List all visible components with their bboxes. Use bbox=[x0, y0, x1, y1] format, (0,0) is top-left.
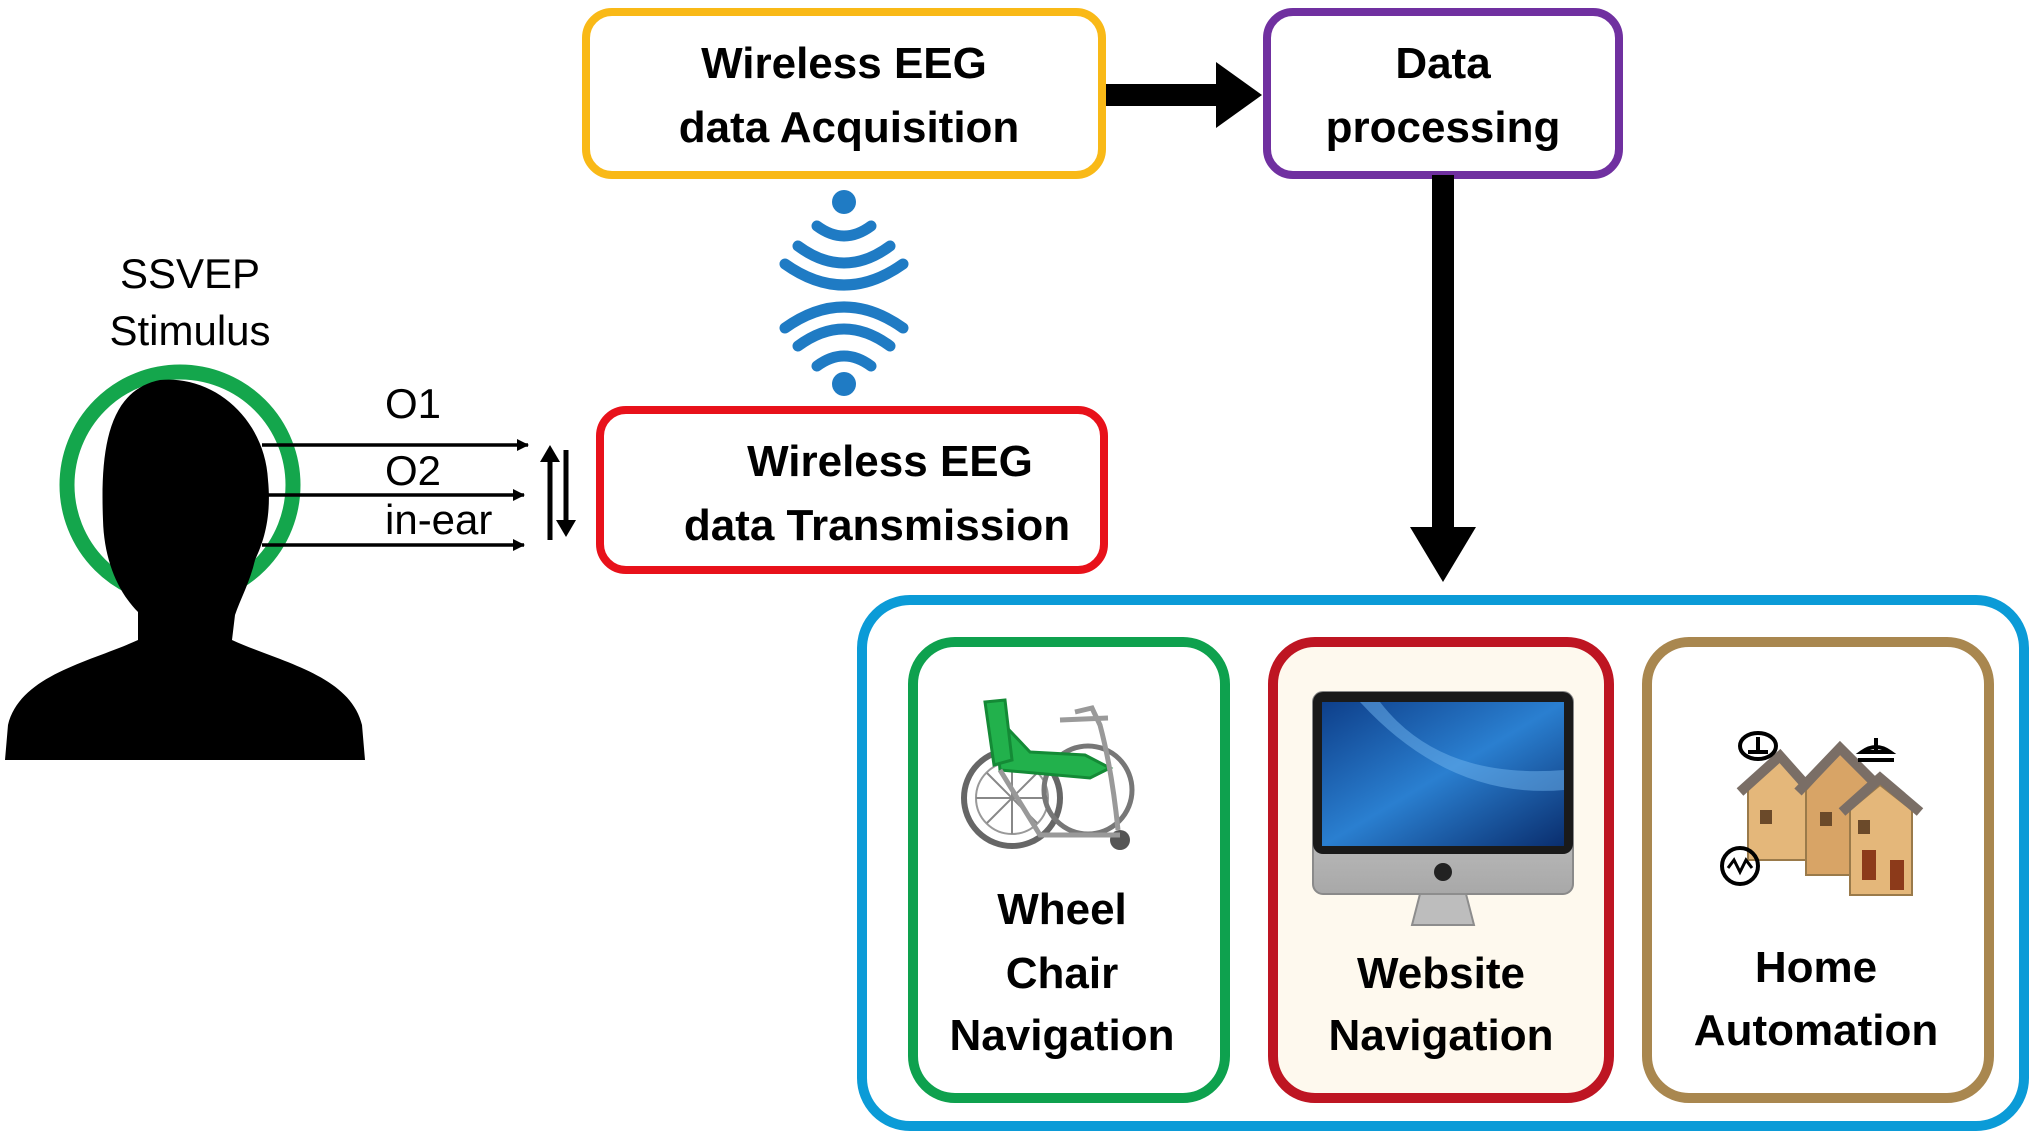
arrow-acquisition-to-processing bbox=[1106, 62, 1262, 128]
desktop-monitor-icon bbox=[1312, 691, 1574, 926]
electrode-label-o1: O1 bbox=[385, 380, 441, 427]
processing-line2: processing bbox=[1326, 103, 1561, 152]
applications-group: Wheel Chair Navigation Website Navigatio… bbox=[857, 595, 2029, 1131]
electrode-label-o2: O2 bbox=[385, 447, 441, 494]
processing-line1: Data bbox=[1395, 39, 1491, 88]
wheelchair-line2: Chair bbox=[1006, 949, 1118, 998]
acquisition-box: Wireless EEG data Acquisition bbox=[582, 8, 1106, 179]
stimulus-line1: SSVEP bbox=[120, 250, 260, 297]
acquisition-line1: Wireless EEG bbox=[701, 39, 987, 88]
home-line2: Automation bbox=[1694, 1006, 1938, 1055]
bidirectional-arrows-icon bbox=[540, 445, 576, 540]
stimulus-line2: Stimulus bbox=[109, 307, 270, 354]
home-line1: Home bbox=[1755, 943, 1877, 992]
transmission-line1: Wireless EEG bbox=[747, 437, 1033, 486]
wheelchair-line1: Wheel bbox=[997, 885, 1127, 934]
wheelchair-line3: Navigation bbox=[950, 1011, 1175, 1060]
website-card: Website Navigation bbox=[1268, 637, 1614, 1103]
head-silhouette-icon bbox=[5, 364, 365, 760]
smart-home-icon bbox=[1720, 731, 1924, 896]
transmission-box: Wireless EEG data Transmission bbox=[596, 406, 1108, 574]
wheelchair-icon bbox=[961, 698, 1135, 850]
transmission-line2: data Transmission bbox=[684, 501, 1070, 550]
website-line1: Website bbox=[1357, 949, 1525, 998]
wireless-signal-icon bbox=[779, 190, 909, 396]
wheelchair-card: Wheel Chair Navigation bbox=[908, 637, 1230, 1103]
electrode-lines: O1 O2 in-ear bbox=[262, 380, 529, 551]
processing-box: Data processing bbox=[1263, 8, 1623, 179]
website-line2: Navigation bbox=[1329, 1011, 1554, 1060]
acquisition-line2: data Acquisition bbox=[679, 103, 1020, 152]
arrow-processing-to-applications bbox=[1410, 175, 1476, 582]
stimulus-label: SSVEP Stimulus bbox=[109, 250, 270, 354]
home-card: Home Automation bbox=[1642, 637, 1994, 1103]
electrode-label-in-ear: in-ear bbox=[385, 496, 492, 543]
